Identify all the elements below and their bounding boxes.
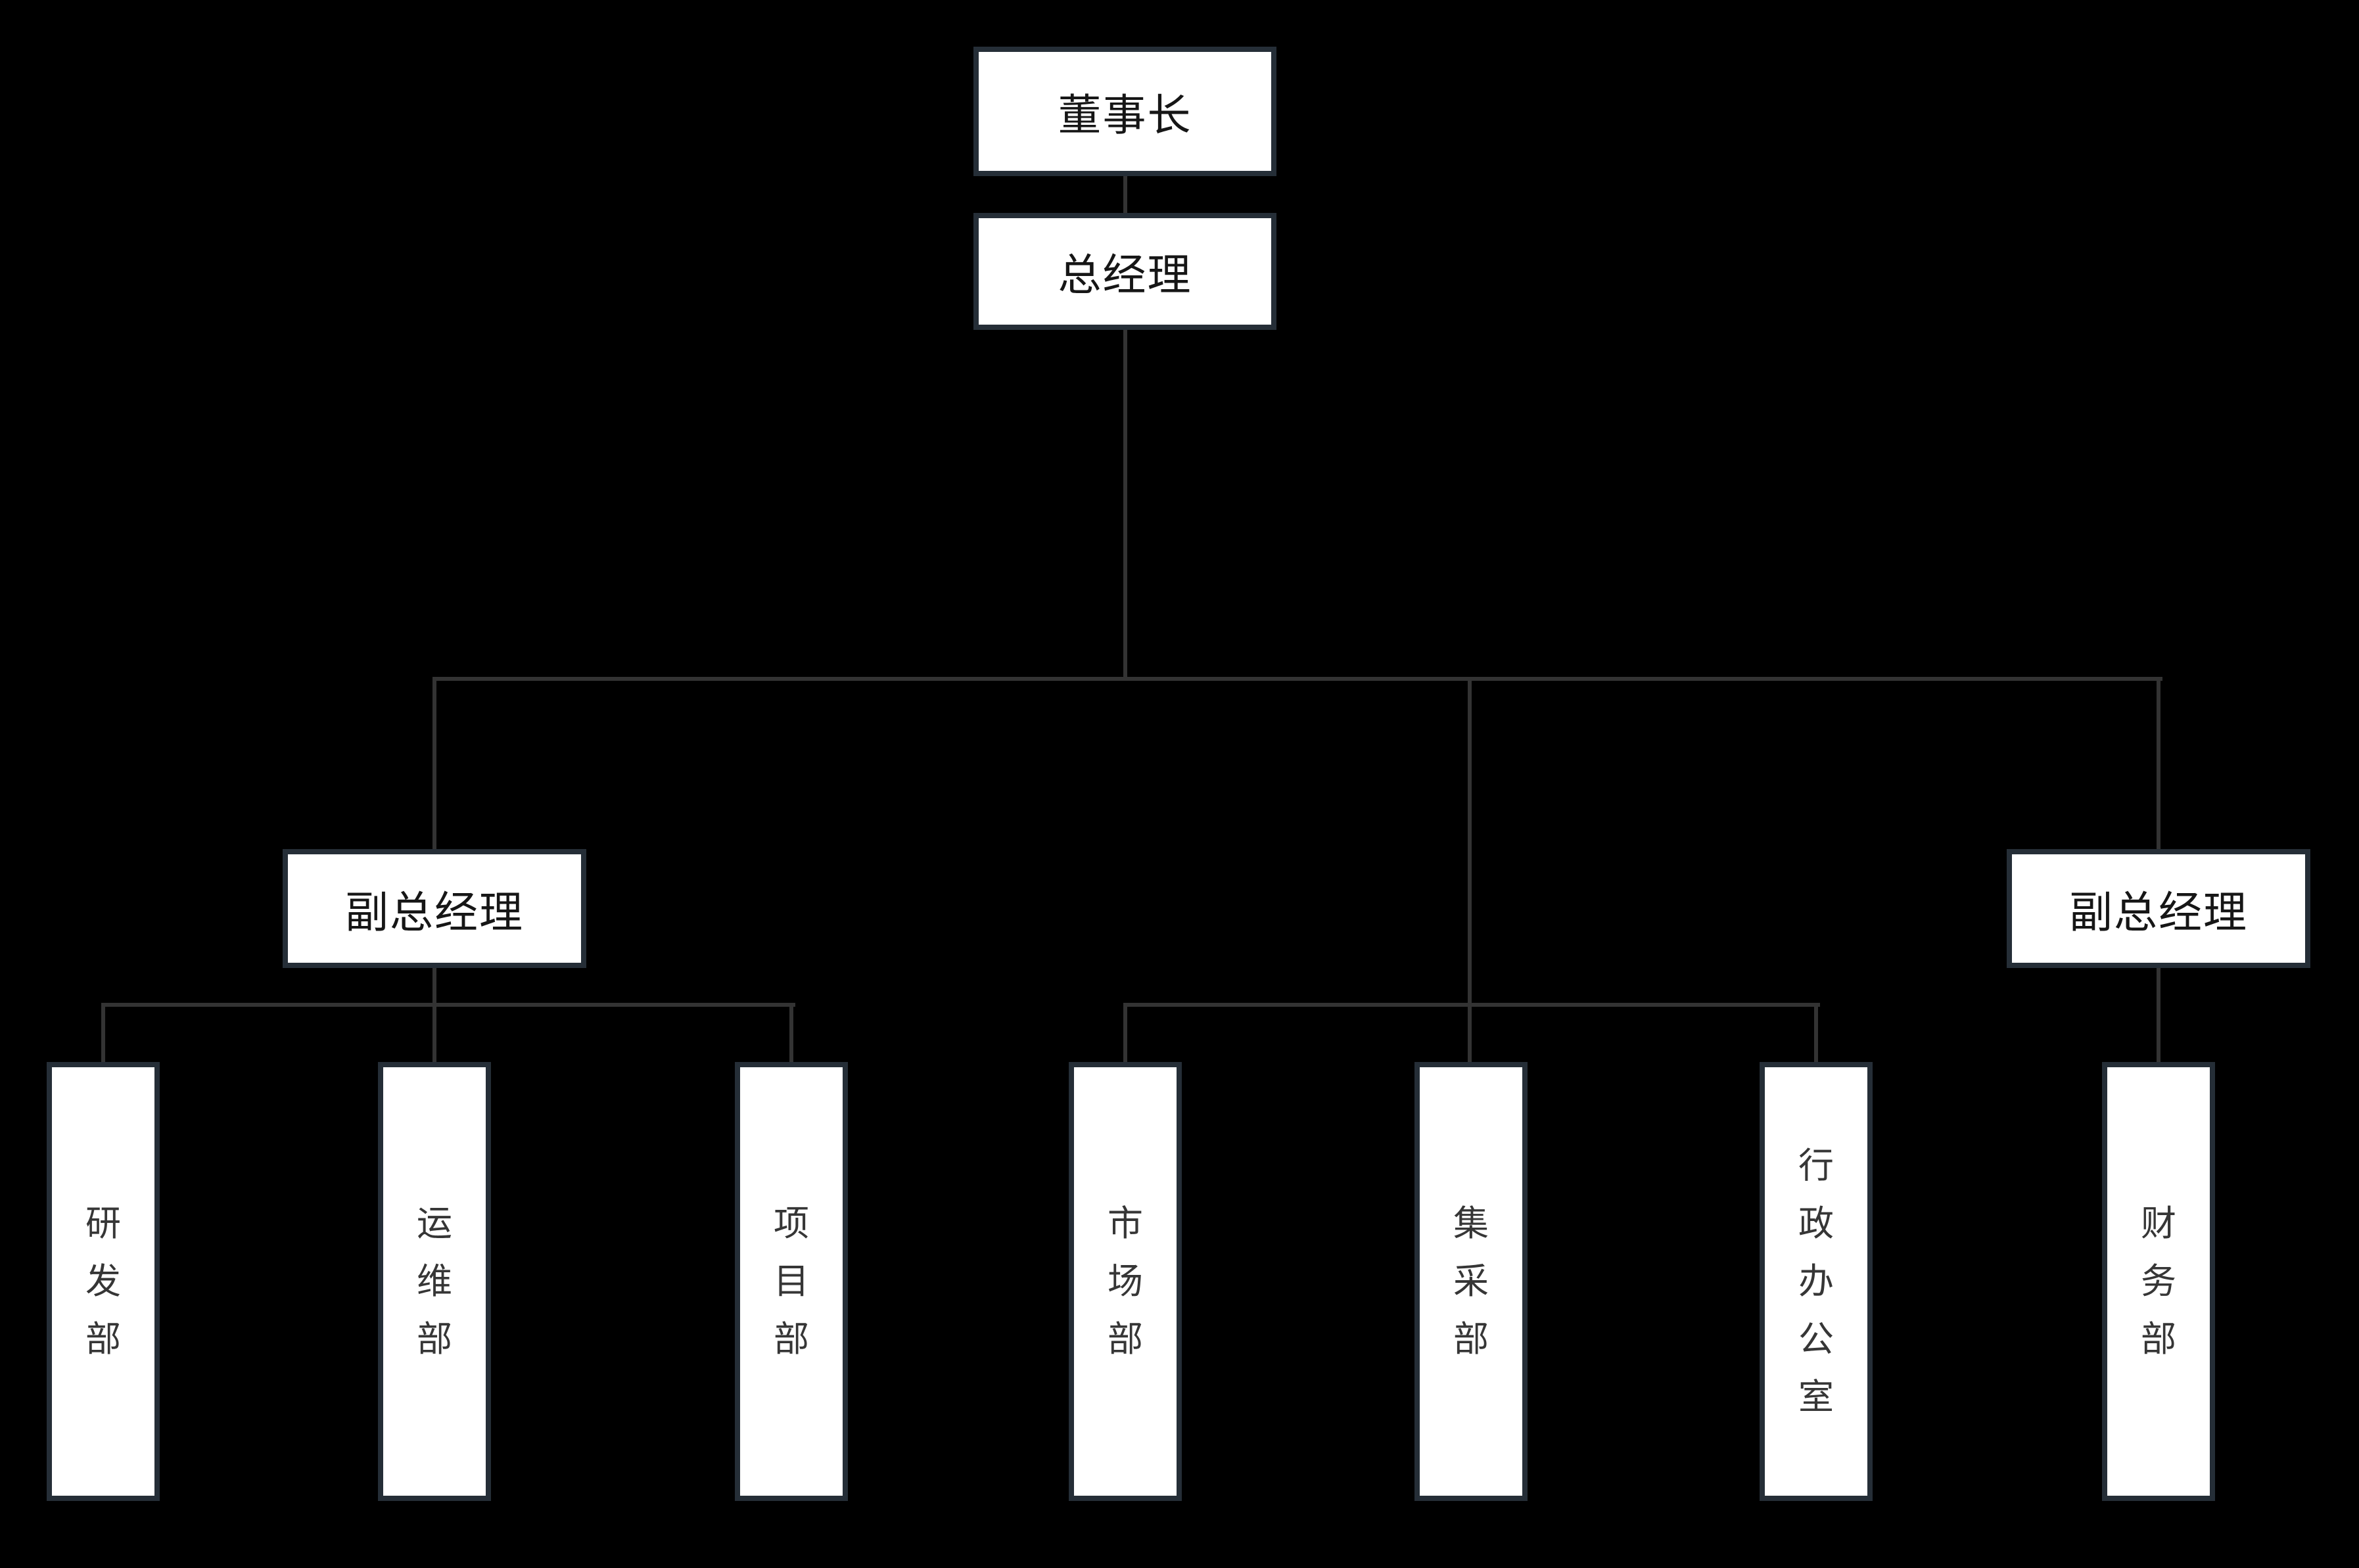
vice-gm-left-label: 副总经理 xyxy=(345,887,524,936)
connector-drop-market-dept xyxy=(1123,1003,1127,1065)
connector-drop-vice-gm-right xyxy=(2157,677,2160,852)
admin-office-label: 行政办公室 xyxy=(1798,1146,1834,1417)
market-dept-label: 市场部 xyxy=(1108,1204,1143,1359)
connector-drop-middle-group xyxy=(1468,677,1472,1007)
connector-gm-trunk xyxy=(1123,328,1127,679)
connector-level2-bus xyxy=(432,677,2162,681)
rd-dept-label: 研发部 xyxy=(85,1204,121,1359)
project-dept-label: 项目部 xyxy=(774,1204,809,1359)
chairman-label: 董事长 xyxy=(1058,90,1192,139)
connector-left-group-bus xyxy=(101,1003,795,1007)
connector-drop-finance-dept xyxy=(2157,966,2160,1065)
node-rd-dept: 研发部 xyxy=(47,1062,160,1501)
procurement-dept-label: 集采部 xyxy=(1453,1204,1489,1359)
connector-drop-project-dept xyxy=(789,1003,793,1065)
node-project-dept: 项目部 xyxy=(735,1062,848,1501)
node-chairman: 董事长 xyxy=(973,47,1276,176)
connector-middle-group-bus xyxy=(1123,1003,1820,1007)
ops-dept-label: 运维部 xyxy=(417,1204,452,1359)
general-manager-label: 总经理 xyxy=(1058,250,1192,299)
connector-drop-rd-dept xyxy=(101,1003,105,1065)
node-ops-dept: 运维部 xyxy=(378,1062,491,1501)
node-admin-office: 行政办公室 xyxy=(1760,1062,1873,1501)
connector-vice-gm-left-out xyxy=(432,966,436,1005)
connector-drop-vice-gm-left xyxy=(432,677,436,852)
connector-drop-admin-office xyxy=(1814,1003,1818,1065)
node-general-manager: 总经理 xyxy=(973,213,1276,330)
node-vice-gm-right: 副总经理 xyxy=(2007,849,2310,968)
node-procurement-dept: 集采部 xyxy=(1414,1062,1528,1501)
node-vice-gm-left: 副总经理 xyxy=(283,849,586,968)
vice-gm-right-label: 副总经理 xyxy=(2069,887,2248,936)
connector-drop-procurement-dept xyxy=(1468,1003,1472,1065)
node-finance-dept: 财务部 xyxy=(2102,1062,2215,1501)
connector-drop-ops-dept xyxy=(432,1003,436,1065)
finance-dept-label: 财务部 xyxy=(2141,1204,2176,1359)
node-market-dept: 市场部 xyxy=(1069,1062,1182,1501)
connector-chairman-to-gm xyxy=(1123,173,1127,216)
